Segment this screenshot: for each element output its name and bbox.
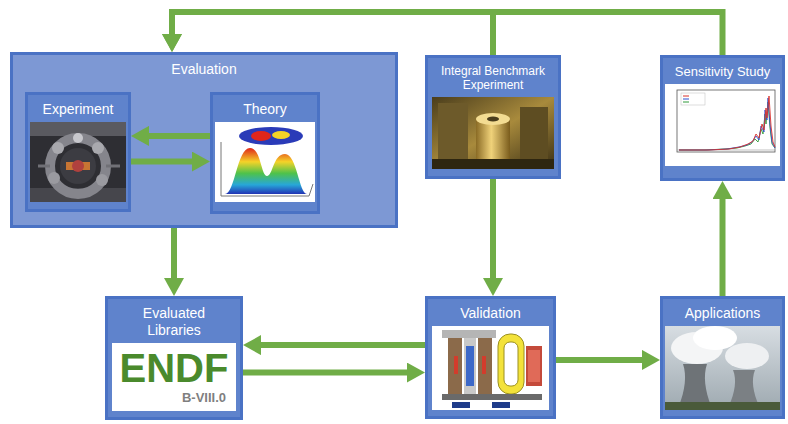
- reactor-schematic-part: [464, 338, 476, 394]
- node-title: Theory: [217, 101, 313, 118]
- logo-version: B-VIII.0: [112, 390, 236, 406]
- reactor-schematic-part: [454, 356, 458, 374]
- potential-surface-plot-part: [215, 122, 315, 202]
- benchmark-photo-part: [432, 97, 554, 169]
- reactor-schematic-part: [466, 346, 474, 386]
- potential-surface-plot-part: [272, 131, 290, 139]
- detector-photo-part: [30, 122, 126, 202]
- sensitivity-plot: [665, 84, 780, 166]
- reactor-schematic-part: [526, 346, 542, 386]
- cooling-towers-photo: [665, 326, 780, 410]
- node-title: Validation: [432, 305, 549, 322]
- node-title: Applications: [667, 305, 778, 322]
- logo-word: ENDF: [112, 346, 236, 390]
- cooling-towers-photo-part: [693, 326, 737, 350]
- flow-arrow: [490, 179, 496, 282]
- benchmark-photo-part: [476, 119, 510, 161]
- reactor-schematic-part: [528, 350, 540, 382]
- flow-arrow: [720, 195, 726, 296]
- sensitivity-plot-part: [683, 98, 689, 99]
- process-box: Experiment: [25, 92, 131, 212]
- flow-arrow: [131, 159, 196, 165]
- detector-photo-part: [72, 160, 84, 172]
- sensitivity-plot-part: [683, 95, 689, 96]
- library-logo-panel-part: [112, 343, 236, 411]
- detector-photo-part: [50, 138, 106, 194]
- potential-surface-plot-part: [225, 148, 307, 194]
- detector-photo-part: [48, 172, 60, 184]
- potential-surface-plot-part: [239, 127, 303, 145]
- benchmark-photo: [432, 97, 554, 169]
- detector-photo-part: [92, 142, 104, 154]
- node-title: Integral Benchmark Experiment: [432, 64, 554, 93]
- reactor-schematic-part: [442, 330, 496, 338]
- process-box: Evaluated LibrariesENDFB-VIII.0: [105, 296, 243, 420]
- potential-surface-plot: [215, 122, 315, 202]
- reactor-schematic-part: [448, 338, 462, 394]
- cooling-towers-photo-part: [679, 364, 711, 406]
- detector-photo: [30, 122, 126, 202]
- flow-arrow: [556, 357, 646, 363]
- reactor-schematic-part: [482, 356, 486, 374]
- sensitivity-plot-part: [683, 101, 689, 102]
- sensitivity-plot-part: [679, 96, 775, 150]
- process-box: Applications: [660, 296, 785, 419]
- node-title: Evaluated Libraries: [124, 305, 224, 339]
- reactor-schematic-part: [432, 326, 549, 410]
- benchmark-photo-part: [476, 113, 510, 125]
- potential-surface-plot-part: [221, 142, 222, 196]
- reactor-schematic-part: [478, 338, 492, 394]
- flow-arrow: [172, 12, 723, 55]
- flow-arrow: [171, 228, 177, 282]
- detector-photo-part: [60, 148, 96, 184]
- reactor-schematic-part: [442, 394, 542, 400]
- potential-surface-plot-part: [251, 131, 271, 141]
- reactor-schematic-part: [452, 402, 470, 408]
- sensitivity-plot-part: [677, 90, 775, 152]
- cooling-towers-photo-part: [729, 370, 759, 406]
- benchmark-photo-part: [520, 107, 548, 163]
- potential-surface-plot-part: [309, 184, 313, 196]
- sensitivity-plot-part: [665, 84, 780, 166]
- detector-photo-part: [73, 133, 83, 143]
- cooling-towers-photo-part: [725, 343, 769, 369]
- flow-arrow: [172, 12, 493, 55]
- benchmark-photo-part: [487, 116, 499, 121]
- detector-photo-part: [52, 142, 64, 154]
- flow-arrow: [145, 133, 210, 139]
- reactor-schematic-part: [498, 334, 524, 394]
- flow-arrow: [257, 342, 425, 348]
- logo-text-box: ENDFB-VIII.0: [112, 343, 236, 411]
- flow-arrow: [243, 370, 411, 376]
- cooling-towers-photo-part: [665, 326, 780, 410]
- process-box: Validation: [425, 296, 556, 419]
- node-title: Experiment: [32, 101, 124, 118]
- benchmark-photo-part: [438, 103, 468, 163]
- detector-photo-part: [106, 164, 120, 167]
- reactor-schematic-part: [492, 402, 510, 408]
- evaluation-group: Evaluation Experiment: [10, 52, 398, 228]
- process-box: Sensitivity Study: [660, 55, 785, 181]
- sensitivity-plot-part: [679, 98, 775, 150]
- node-title: Sensitivity Study: [667, 64, 778, 80]
- process-box: Theory: [210, 92, 320, 214]
- detector-photo-part: [96, 174, 108, 186]
- reactor-schematic: [432, 326, 549, 410]
- reactor-schematic-part: [504, 342, 518, 386]
- detector-photo-part: [38, 164, 50, 167]
- benchmark-photo-part: [432, 159, 554, 169]
- cooling-towers-photo-part: [665, 402, 780, 410]
- process-box: Integral Benchmark Experiment: [425, 55, 561, 179]
- sensitivity-plot-part: [681, 93, 705, 105]
- potential-surface-plot-part: [221, 195, 309, 196]
- node-title: Evaluation: [17, 61, 391, 78]
